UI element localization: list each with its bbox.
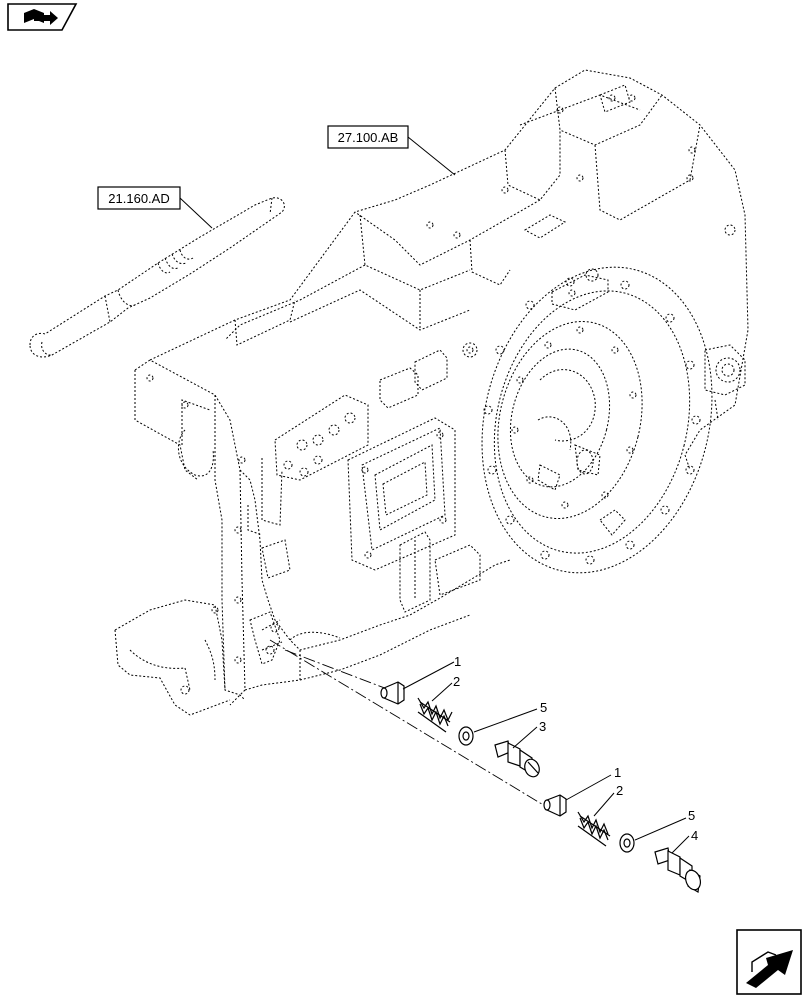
lower-plunger[interactable] [543, 794, 567, 817]
ref-box-shaft[interactable]: 21.160.AD [97, 186, 181, 210]
callout-1-upper: 1 [454, 654, 461, 669]
install-axis-line [269, 639, 556, 813]
callout-5-lower: 5 [688, 808, 695, 823]
callout-2-lower: 2 [616, 783, 623, 798]
ref-box-transmission-housing[interactable]: 27.100.AB [327, 125, 409, 149]
callout-1-lower: 1 [614, 765, 621, 780]
shaft-outline [29, 197, 285, 358]
lower-spring[interactable] [577, 811, 611, 847]
transmission-housing-outline [114, 69, 749, 716]
install-axis-line-upper [284, 649, 396, 693]
callout-3: 3 [539, 719, 546, 734]
callout-5-upper: 5 [540, 700, 547, 715]
leader-transmission-housing [407, 136, 456, 176]
book-arrow-icon[interactable] [7, 3, 78, 31]
next-page-arrow-icon[interactable] [736, 929, 802, 995]
callout-4: 4 [691, 828, 698, 843]
lower-washer[interactable] [619, 833, 635, 853]
ref-label-transmission-housing: 27.100.AB [338, 130, 399, 145]
upper-spring[interactable] [417, 697, 453, 733]
ref-label-shaft: 21.160.AD [108, 191, 169, 206]
callout-2-upper: 2 [453, 674, 460, 689]
upper-switch[interactable] [494, 740, 542, 779]
lower-switch[interactable] [654, 847, 703, 893]
upper-washer[interactable] [458, 726, 474, 746]
leader-shaft [179, 197, 213, 229]
upper-plunger[interactable] [380, 681, 405, 705]
